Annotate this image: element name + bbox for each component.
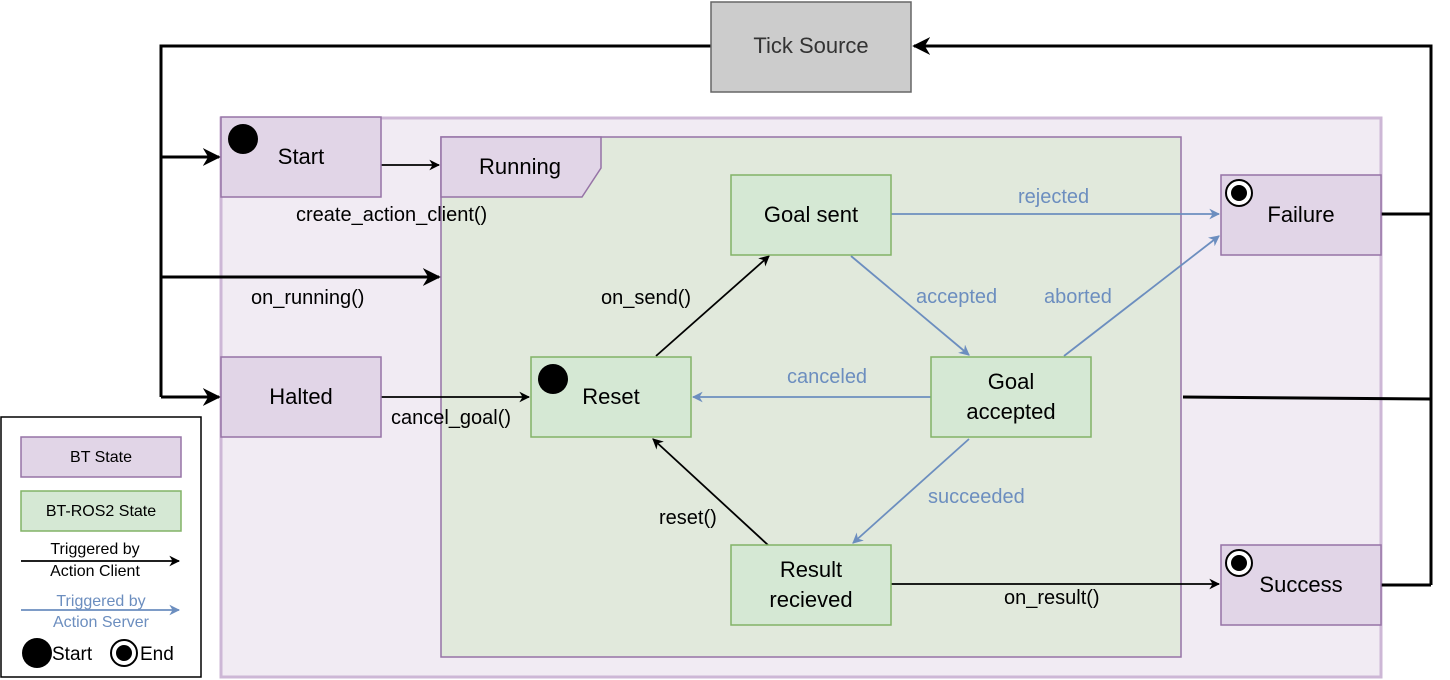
result-to-reset-arrow [652, 438, 769, 546]
reset-to-goal-sent-arrow [655, 255, 770, 357]
legend-server-label-line2: Action Server [53, 614, 150, 631]
running-tab [440, 136, 602, 198]
reset-label: Reset [582, 384, 639, 409]
tick-to-left-bus [159, 44, 711, 397]
on-running-label: on_running() [251, 287, 364, 309]
rejected-label: rejected [1018, 186, 1089, 208]
legend-start-dot-icon [22, 638, 52, 668]
halted-label: Halted [269, 384, 333, 409]
running-to-right-bus [1182, 395, 1432, 401]
result-received-label-line2: recieved [769, 587, 852, 612]
legend: BT State BT-ROS2 State Triggered by Acti… [0, 416, 202, 678]
legend-start-label: Start [52, 644, 93, 665]
right-bus-to-tick [912, 37, 1433, 585]
legend-end-dot-icon [116, 645, 132, 661]
canceled-label: canceled [787, 366, 867, 388]
legend-client-label-line2: Action Client [50, 563, 140, 580]
reset-fn-label: reset() [659, 507, 717, 529]
client-transitions [381, 159, 1221, 590]
legend-end-label: End [140, 644, 174, 665]
aborted-arrow [1063, 235, 1220, 357]
black-connectors [159, 37, 1433, 587]
running-label: Running [479, 154, 561, 179]
failure-label: Failure [1267, 202, 1334, 227]
legend-server-label-line1: Triggered by [56, 593, 145, 610]
create-action-client-label: create_action_client() [296, 204, 487, 226]
start-dot-icon [228, 124, 258, 154]
server-transitions [691, 208, 1221, 544]
goal-accepted-label-line1: Goal [988, 369, 1034, 394]
succeeded-arrow [852, 438, 970, 544]
tick-source-node [710, 1, 912, 93]
accepted-arrow [850, 255, 970, 356]
success-end-dot-icon [1231, 555, 1247, 571]
failure-end-dot-icon [1231, 185, 1247, 201]
halted-node [220, 356, 382, 438]
tick-source-label: Tick Source [753, 33, 868, 58]
start-label: Start [278, 144, 324, 169]
result-received-label-line1: Result [780, 557, 842, 582]
success-label: Success [1259, 572, 1342, 597]
on-result-label: on_result() [1004, 587, 1100, 609]
goal-accepted-node [930, 356, 1092, 438]
cancel-goal-label: cancel_goal() [391, 407, 511, 429]
accepted-label: accepted [916, 286, 997, 308]
legend-bt-ros2-state-label: BT-ROS2 State [46, 503, 156, 520]
legend-bt-state-swatch [20, 436, 182, 478]
result-received-node [730, 544, 892, 626]
on-send-label: on_send() [601, 287, 691, 309]
goal-accepted-label-line2: accepted [966, 399, 1055, 424]
succeeded-label: succeeded [928, 486, 1025, 508]
reset-start-dot-icon [538, 364, 568, 394]
goal-sent-label: Goal sent [764, 202, 858, 227]
legend-bt-state-label: BT State [70, 449, 132, 466]
legend-client-label-line1: Triggered by [50, 541, 139, 558]
goal-sent-node [730, 174, 892, 256]
legend-bt-ros2-state-swatch [20, 490, 182, 532]
aborted-label: aborted [1044, 286, 1112, 308]
